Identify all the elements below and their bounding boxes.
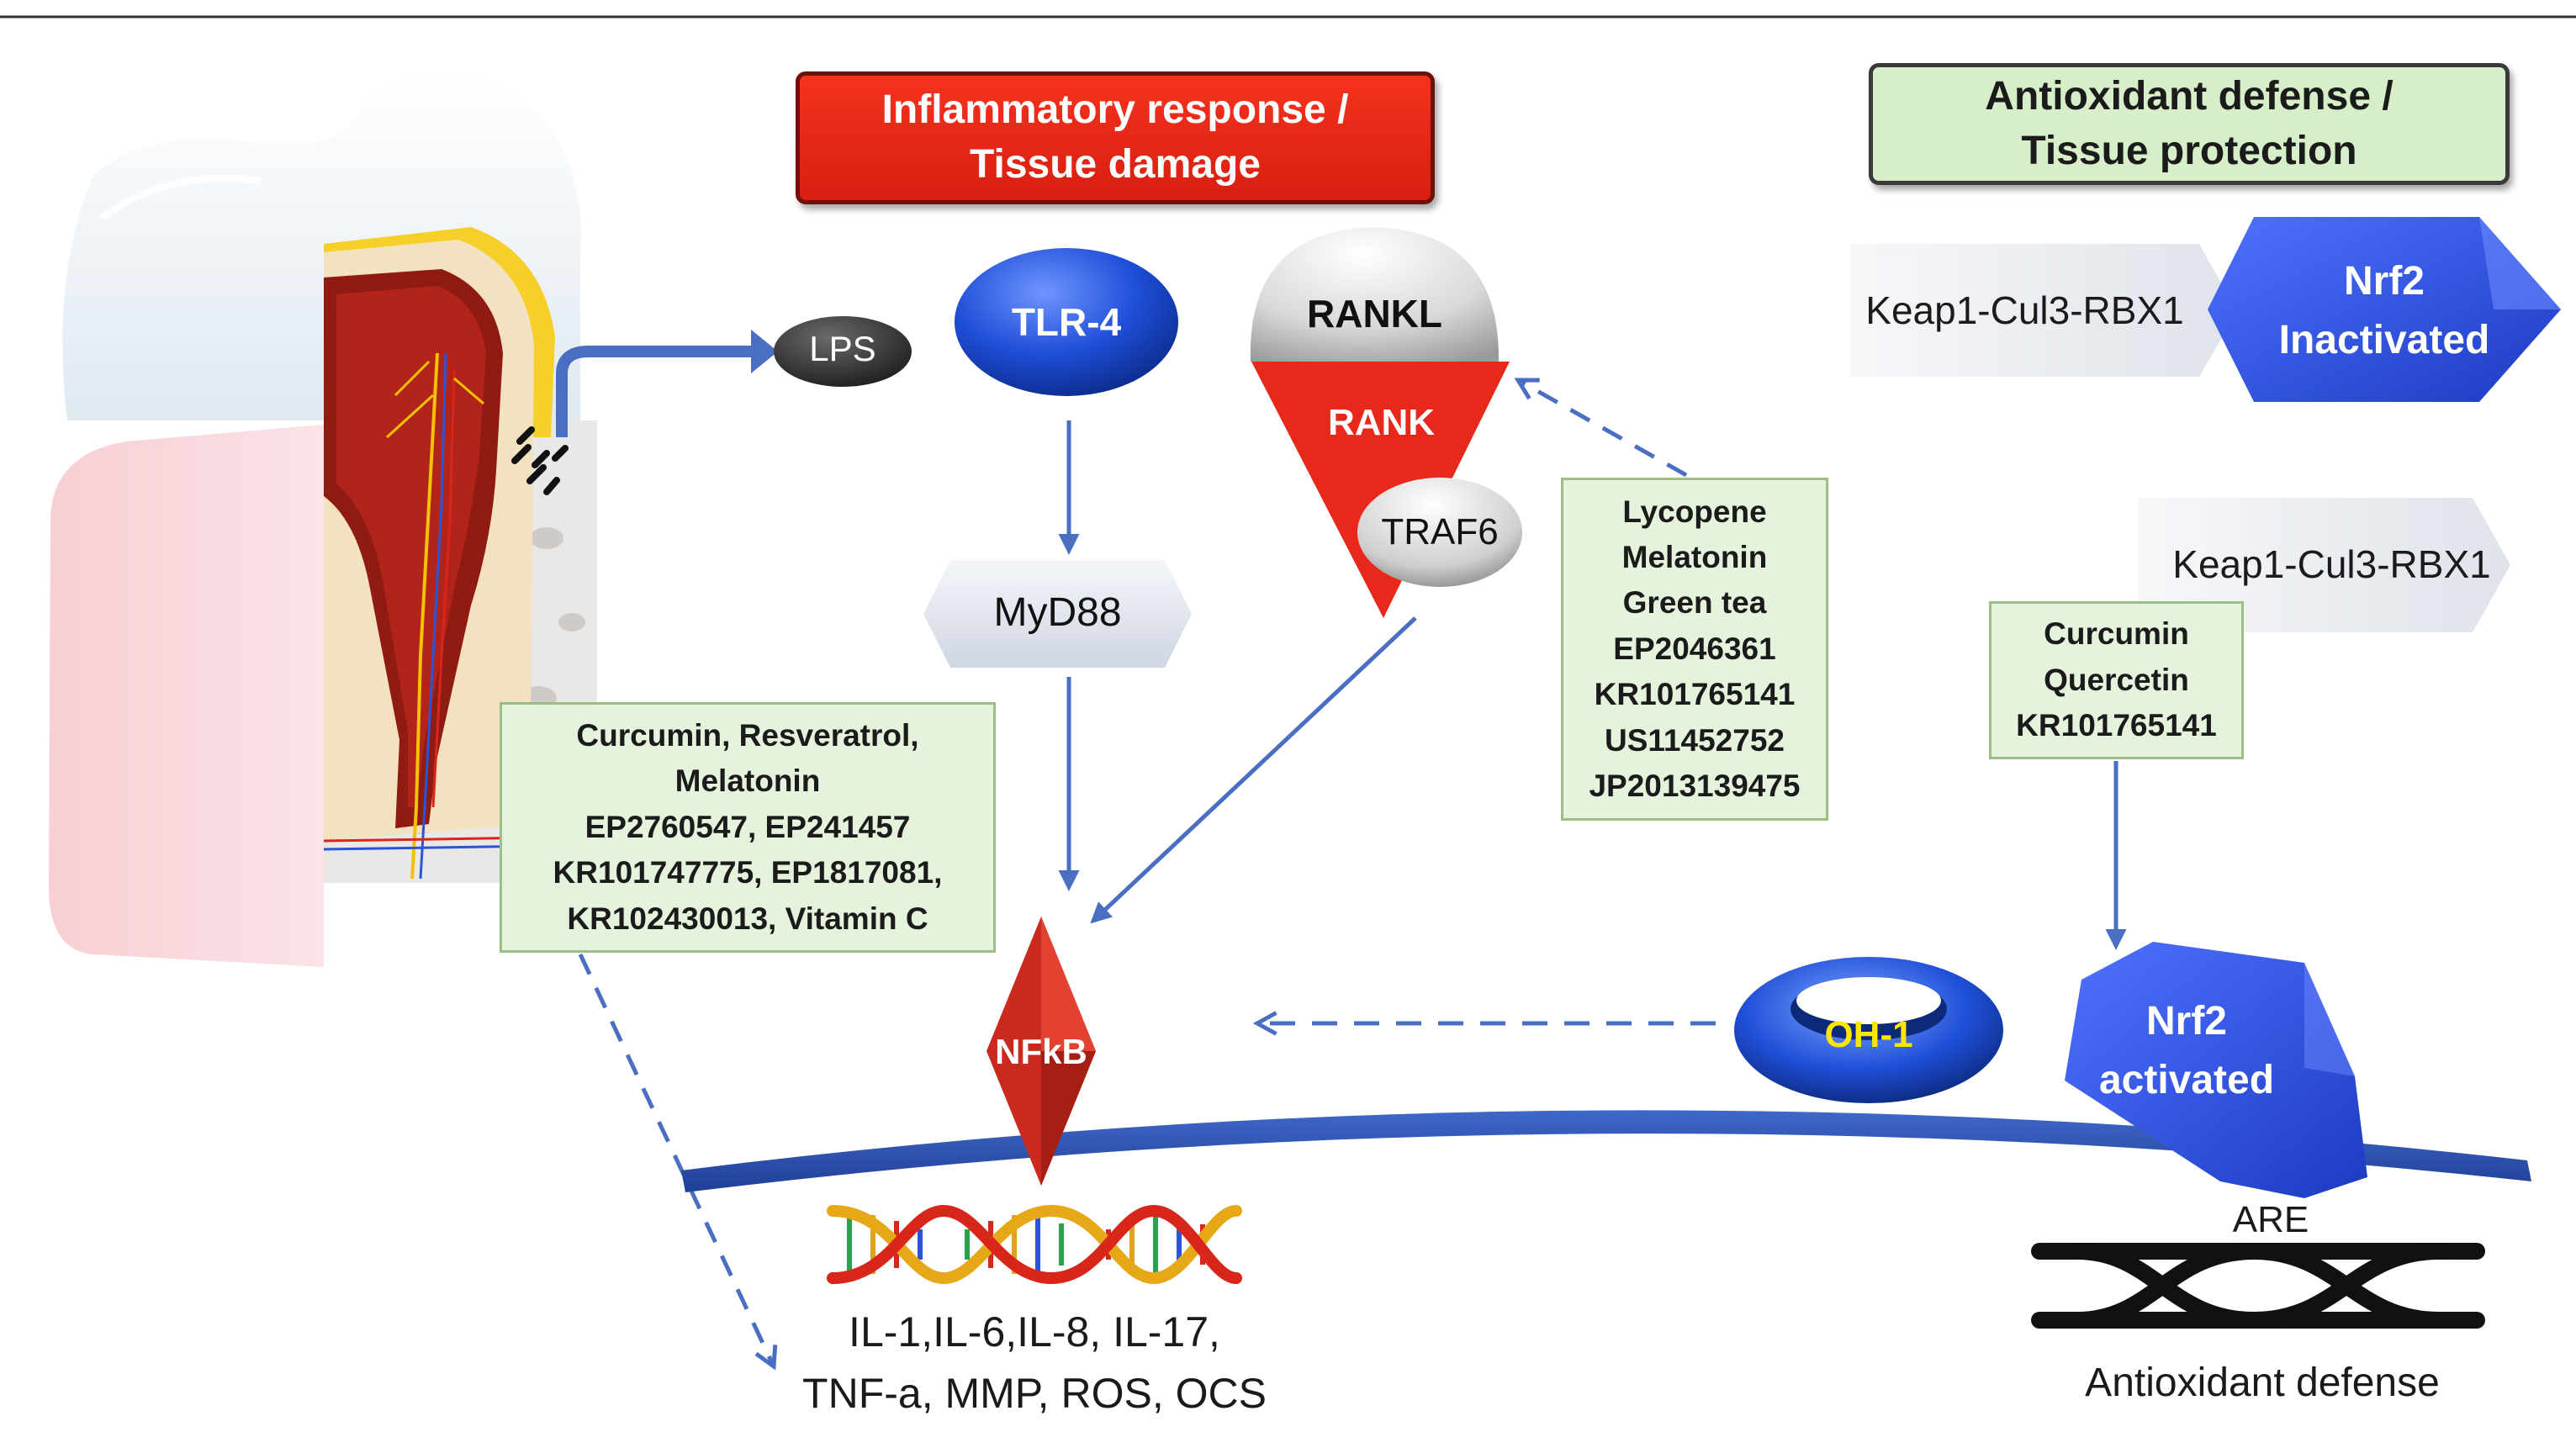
rank-inhibitors-box: Lycopene Melatonin Green tea EP2046361 K… — [1561, 478, 1828, 821]
nrf2-facet — [2479, 217, 2561, 309]
rankl-label: RANKL — [1307, 292, 1442, 336]
oh1-torus — [1734, 957, 2003, 1103]
antioxidant-defense-label: Antioxidant defense — [2085, 1361, 2440, 1405]
lps-label: LPS — [809, 329, 876, 368]
keap1-top-shape — [1850, 244, 2237, 377]
outputs-line1: IL-1,IL-6,IL-8, IL-17, — [849, 1308, 1220, 1355]
nrf2-activator-item: KR101765141 — [2016, 708, 2217, 743]
nfkb-facet — [1041, 1051, 1096, 1186]
nrf2-activated-label: Nrf2 activated — [2077, 980, 2296, 1123]
nfkb-inhibitor-item: KR102430013, Vitamin C — [567, 901, 928, 936]
rankl-shape — [1250, 227, 1500, 362]
nfkb-inhibitors-box: Curcumin, Resveratrol, Melatonin EP27605… — [500, 702, 996, 953]
nfkb-inhibitor-item: EP2760547, EP241457 — [584, 809, 911, 844]
nrf2-activated-shape — [2065, 942, 2367, 1198]
rank-inhibitor-item: US11452752 — [1605, 722, 1785, 758]
traf6-label: TRAF6 — [1381, 511, 1499, 552]
nfkb-label: NFkB — [995, 1032, 1087, 1071]
nfkb-facet — [1041, 917, 1096, 1051]
nrf2-activator-item: Quercetin — [2044, 662, 2189, 697]
rank-inhibitor-item: Green tea — [1622, 585, 1767, 621]
connectors — [556, 330, 2127, 1366]
rank-label: RANK — [1327, 402, 1436, 443]
traf6-shape — [1357, 478, 1522, 587]
tlr4-shape — [955, 248, 1178, 396]
myd88-shape — [923, 560, 1192, 668]
are-label: ARE — [2232, 1199, 2309, 1240]
nrf2-inactivated-shape — [2208, 217, 2561, 402]
nfkb-inhibitor-item: KR101747775, EP1817081, — [553, 855, 943, 890]
rank-inhibitor-item: Melatonin — [1621, 540, 1768, 575]
rank-inhibitor-item: KR101765141 — [1594, 677, 1796, 712]
inflammatory-outputs: IL-1,IL-6,IL-8, IL-17, TNF-a, MMP, ROS, … — [757, 1302, 1312, 1428]
nrf2-activated-line1: Nrf2 — [2145, 999, 2227, 1044]
myd88-label: MyD88 — [993, 590, 1122, 635]
nrf2-inactivated-line2: Inactivated — [2278, 318, 2490, 362]
inflammatory-banner-line2: Tissue damage — [970, 142, 1261, 187]
keap1-mid-shape — [2138, 498, 2510, 632]
nrf2-activator-item: Curcumin — [2044, 616, 2189, 652]
oh1-label: OH-1 — [1824, 1014, 1913, 1055]
rank-inhibitor-item: EP2046361 — [1613, 631, 1776, 666]
keap1-top-label: Keap1-Cul3-RBX1 — [1865, 288, 2184, 332]
antioxidant-banner-line2: Tissue protection — [2021, 128, 2357, 173]
inflammatory-banner-line1: Inflammatory response / — [881, 87, 1349, 133]
outputs-line2: TNF-a, MMP, ROS, OCS — [802, 1369, 1267, 1417]
cell-membrane — [681, 1110, 2531, 1192]
tooth-illustration — [49, 73, 598, 967]
nrf2-inactivated-line1: Nrf2 — [2343, 259, 2425, 304]
rank-inhibitor-item: Lycopene — [1622, 494, 1767, 529]
nrf2-activated-line2: activated — [2098, 1058, 2275, 1102]
nfkb-inhibitor-item: Melatonin — [674, 764, 821, 799]
rank-inhibitor-item: JP2013139475 — [1589, 768, 1801, 803]
rank-shape — [1251, 362, 1510, 618]
are-dna-icon — [2031, 1242, 2485, 1329]
dna-helix — [827, 1204, 1242, 1285]
nrf2-facet — [2304, 963, 2355, 1076]
antioxidant-banner-line1: Antioxidant defense / — [1985, 73, 2394, 119]
keap1-mid-label: Keap1-Cul3-RBX1 — [2172, 542, 2491, 586]
tlr4-label: TLR-4 — [1011, 300, 1122, 344]
lps-shape — [774, 316, 912, 387]
inflammatory-banner: Inflammatory response / Tissue damage — [796, 71, 1435, 204]
antioxidant-banner: Antioxidant defense / Tissue protection — [1869, 63, 2510, 185]
nrf2-activators-box: Curcumin Quercetin KR101765141 — [1989, 601, 2244, 759]
nfkb-inhibitor-item: Curcumin, Resveratrol, — [576, 718, 919, 753]
nrf2-inactivated-label: Nrf2 Inactivated — [2220, 240, 2548, 383]
